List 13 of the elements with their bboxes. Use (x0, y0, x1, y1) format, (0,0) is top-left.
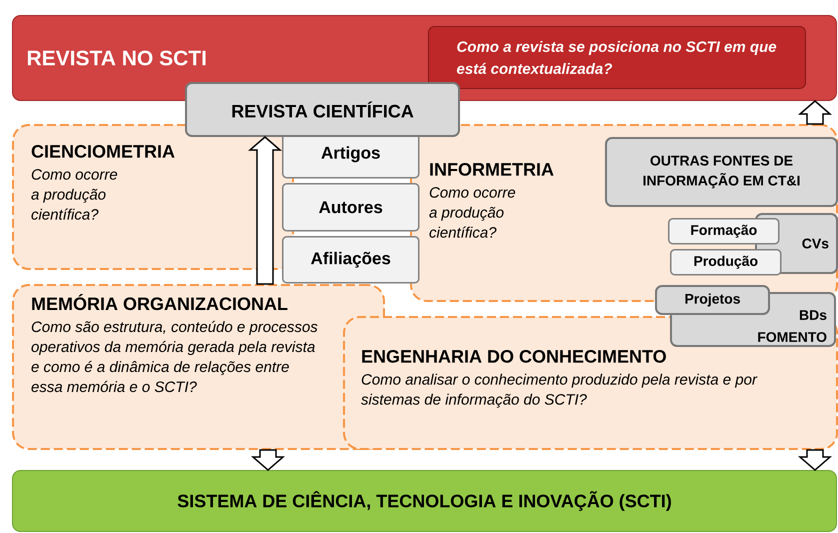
tag-box: Projetos (655, 285, 770, 315)
block-arrow (251, 449, 286, 471)
tag-box: Formação (668, 218, 780, 244)
question-box: Como a revista se posiciona no SCTI em que está contextualizada? (428, 26, 806, 89)
item-box: Afiliações (282, 236, 420, 284)
tag-box: Produção (670, 249, 782, 276)
journal-box: REVISTA CIENTÍFICA (185, 82, 460, 137)
block-arrow (798, 449, 832, 471)
block-arrow (798, 100, 832, 125)
system-band: SISTEMA DE CIÊNCIA, TECNOLOGIA E INOVAÇÃO (SCTI) (12, 470, 837, 532)
item-box: Autores (282, 183, 420, 232)
source-box: OUTRAS FONTES DE INFORMAÇÃO EM CT&I (605, 137, 838, 207)
block-arrow (248, 136, 282, 285)
